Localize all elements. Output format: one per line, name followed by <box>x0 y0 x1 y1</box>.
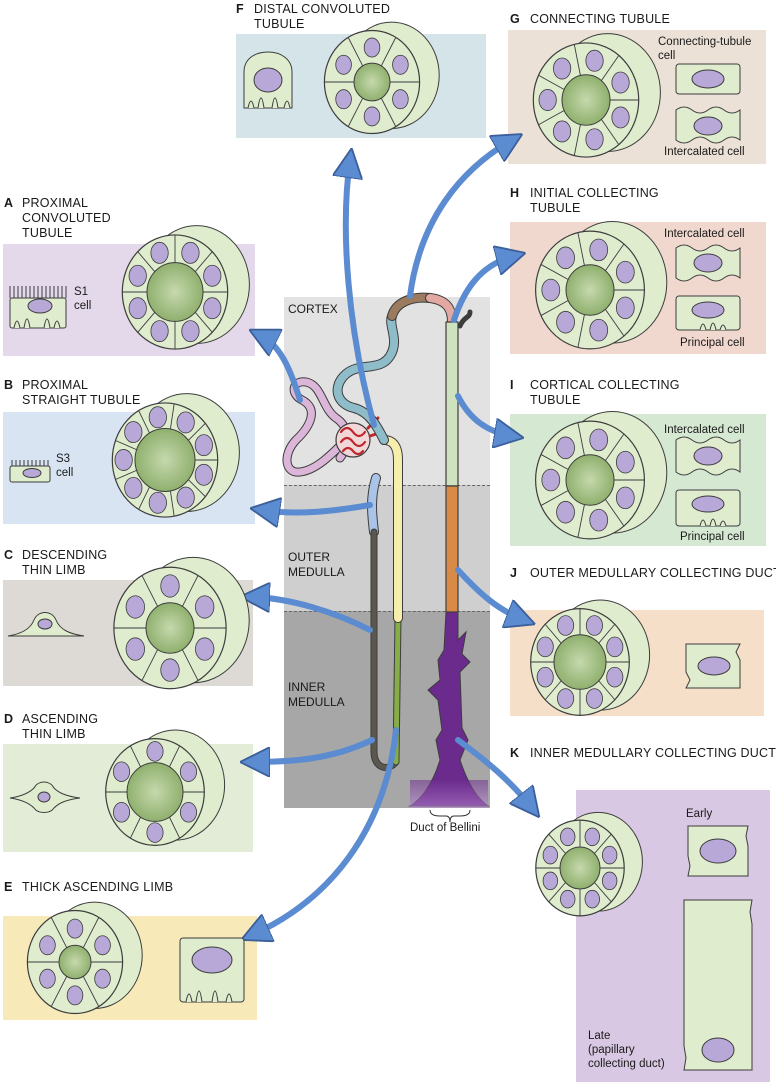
panel-f-title-1: DISTAL CONVOLUTED <box>254 2 391 16</box>
s3-cell-label-1: S3 <box>56 453 71 465</box>
g-intercalated-label: Intercalated cell <box>664 146 745 158</box>
arrow-to-h <box>451 256 514 323</box>
thick-ascending-cell-icon <box>179 937 245 1003</box>
tube-h <box>534 221 668 350</box>
connecting-cell-label-1: Connecting-tubule <box>658 36 752 48</box>
panel-k-title-1: INNER MEDULLARY COLLECTING DUCT <box>530 746 776 760</box>
panel-c-letter: C <box>4 548 14 562</box>
panel-c-title-1: DESCENDING <box>22 548 108 562</box>
panel-a-title: A <box>4 196 23 210</box>
arrow-to-g <box>407 140 512 299</box>
s3-cell-icon <box>9 460 51 483</box>
panel-e-letter: E <box>4 880 13 894</box>
panel-d-letter: D <box>4 712 14 726</box>
panel-h-title-2: TUBULE <box>530 201 581 215</box>
arrow-to-e <box>252 727 399 935</box>
s1-cell-label-2: cell <box>74 300 92 312</box>
panel-a-title-3: TUBULE <box>22 226 73 240</box>
panel-h-title-1: INITIAL COLLECTING <box>530 186 659 200</box>
outer-medulla-label-2: MEDULLA <box>288 565 345 579</box>
tube-d <box>105 729 226 846</box>
panel-e-title-1: THICK ASCENDING LIMB <box>22 880 174 894</box>
tubule-cross-sections <box>26 21 668 1015</box>
k-early-label: Early <box>686 808 713 820</box>
tube-b <box>111 393 240 518</box>
panel-c-title-2: THIN LIMB <box>22 563 86 577</box>
s1-cell-label-1: S1 <box>74 286 89 298</box>
distal-cell-icon <box>243 51 293 109</box>
panel-j-letter: J <box>510 566 518 580</box>
arrow-to-k <box>455 737 532 808</box>
tube-j <box>530 599 651 716</box>
panel-b-letter: B <box>4 378 14 392</box>
panel-f-letter: F <box>236 2 244 16</box>
cell-sketches <box>7 51 753 1071</box>
arrow-to-d <box>252 737 375 762</box>
inner-medullary-duct <box>408 611 490 807</box>
arrow-to-i <box>455 393 512 436</box>
panel-g-letter: G <box>510 12 520 26</box>
inner-medulla-label-2: MEDULLA <box>288 695 345 709</box>
panel-b-title-1: PROXIMAL <box>22 378 89 392</box>
tube-a <box>121 225 250 350</box>
h-intercalated-label: Intercalated cell <box>664 228 745 240</box>
panel-a-title-2: CONVOLUTED <box>22 211 111 225</box>
i-principal-label: Principal cell <box>680 531 745 543</box>
k-late-label-3: collecting duct) <box>588 1058 665 1070</box>
panel-f-title-2: TUBULE <box>254 17 305 31</box>
panel-b-title-2: STRAIGHT TUBULE <box>22 393 141 407</box>
duct-of-bellini-label: Duct of Bellini <box>410 822 481 834</box>
outer-medulla-label-1: OUTER <box>288 550 330 564</box>
panel-a-title-1: PROXIMAL <box>22 196 89 210</box>
arrow-to-a <box>260 335 303 403</box>
arrows <box>252 140 532 935</box>
tube-f <box>323 21 440 135</box>
panel-k-letter: K <box>510 746 520 760</box>
arrow-to-f <box>346 160 377 428</box>
tube-i <box>534 411 668 540</box>
tube-g <box>532 33 661 158</box>
tube-c <box>113 556 250 690</box>
panel-i-title-1: CORTICAL COLLECTING <box>530 378 680 392</box>
k-late-label-1: Late <box>588 1030 611 1042</box>
arrow-to-j <box>455 567 524 620</box>
k-late-label-2: (papillary <box>588 1044 635 1056</box>
panel-a-letter: A <box>4 196 14 210</box>
i-intercalated-label: Intercalated cell <box>664 424 745 436</box>
arrow-to-c <box>252 597 373 633</box>
cortex-label: CORTEX <box>288 302 338 316</box>
panel-i-letter: I <box>510 378 514 392</box>
panel-j-title-1: OUTER MEDULLARY COLLECTING DUCT <box>530 566 776 580</box>
inner-medulla-label-1: INNER <box>288 680 326 694</box>
panel-d-title-2: THIN LIMB <box>22 727 86 741</box>
panel-d-title-1: ASCENDING <box>22 712 99 726</box>
connecting-cell-label-2: cell <box>658 50 676 62</box>
s3-cell-label-2: cell <box>56 467 74 479</box>
tube-e <box>26 901 143 1015</box>
tube-k <box>535 811 643 917</box>
arrow-to-b <box>262 505 373 512</box>
s1-cell-icon <box>9 286 67 329</box>
h-principal-label: Principal cell <box>680 337 745 349</box>
panel-i-title-2: TUBULE <box>530 393 581 407</box>
panel-h-letter: H <box>510 186 520 200</box>
panel-g-title-1: CONNECTING TUBULE <box>530 12 670 26</box>
